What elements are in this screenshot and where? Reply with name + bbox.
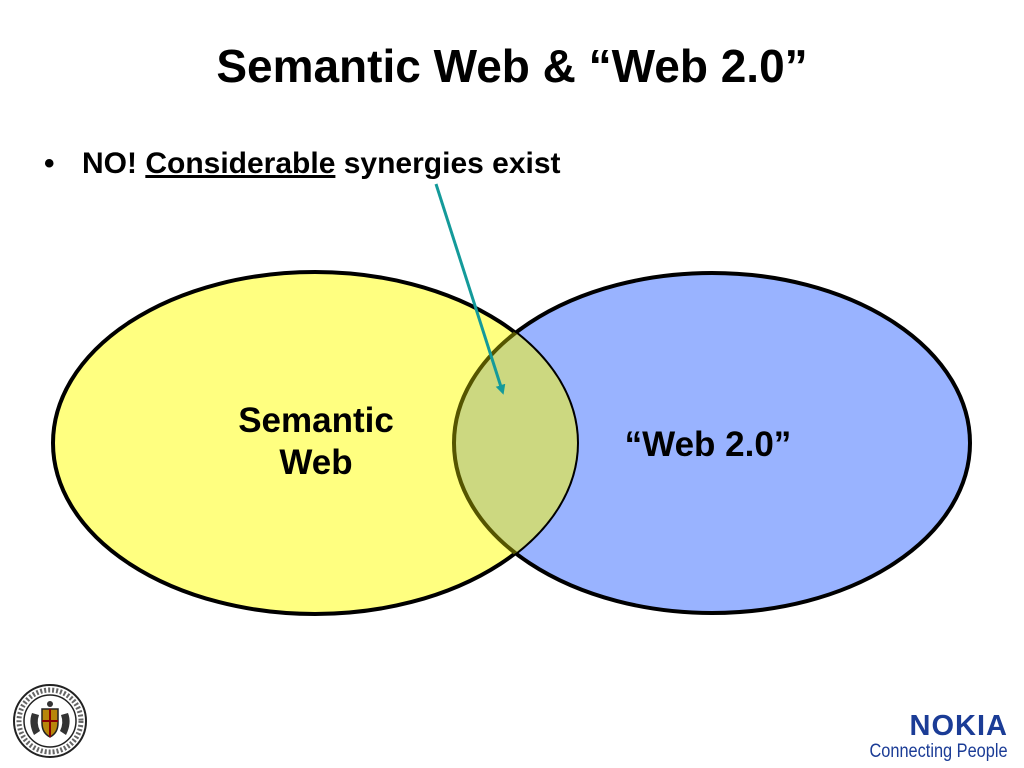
brand-tagline: Connecting People — [869, 741, 1008, 762]
web20-label: “Web 2.0” — [624, 425, 792, 464]
semantic-web-label-line2: Web — [279, 443, 353, 482]
semantic-web-label: Semantic Web — [196, 400, 436, 484]
brand-logo: NOKIA Connecting People — [847, 711, 1008, 763]
bullet-marker: • — [44, 147, 55, 180]
brand-name: NOKIA — [909, 710, 1008, 742]
pointer-arrow — [434, 183, 506, 395]
overlap-outline — [452, 272, 577, 614]
slide-title: Semantic Web & “Web 2.0” — [216, 40, 808, 92]
university-seal-icon — [13, 684, 87, 758]
bullet-emphasis: Considerable — [145, 147, 336, 180]
bullet-suffix: synergies exist — [335, 147, 561, 180]
bullet-prefix: NO! — [82, 147, 146, 180]
bullet-item: • NO! Considerable synergies exist — [44, 144, 561, 184]
semantic-web-label-line1: Semantic — [238, 401, 394, 440]
